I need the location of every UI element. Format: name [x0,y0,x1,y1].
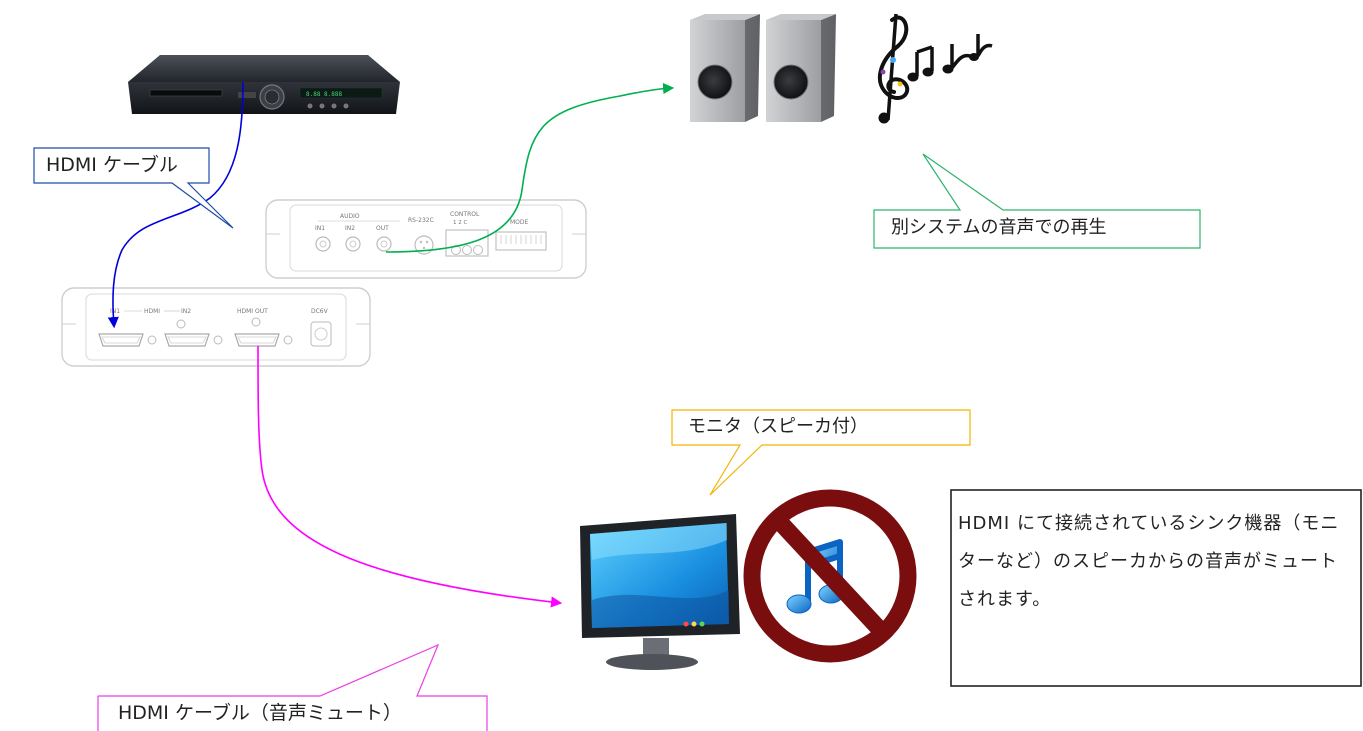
hdmi-in2-label: IN2 [181,308,191,315]
callout-monitor [671,409,971,496]
in1-label: IN1 [315,225,325,232]
callout-other-system-text: 別システムの音声での再生 [891,217,1107,238]
control-pins-label: 1 2 C [453,220,467,226]
callout-hdmi-cable-mute-text: HDMI ケーブル（音声ミュート） [118,702,402,724]
dc6v-label: DC6V [311,308,329,315]
audio-cable-green [385,82,675,253]
rear-panel-device: AUDIO IN1 IN2 OUT RS-232C CONTROL 1 2 C … [265,199,587,279]
hdmi-label: HDMI [144,308,160,315]
speaker-icon [766,14,836,122]
player-display-text: 8.88 8.888 [306,91,343,98]
in2-label: IN2 [345,225,355,232]
speaker-icon [690,14,760,122]
monitor-icon [580,514,740,670]
hdmi-cable-blue [107,81,244,329]
blu-ray-player-icon: 8.88 8.888 [128,55,400,114]
hdmi-out-label: HDMI OUT [237,308,268,315]
music-notes-icon [878,13,993,124]
control-label: CONTROL [450,211,480,218]
rs232c-label: RS-232C [408,217,434,224]
hdmi-panel-device: IN1 HDMI IN2 HDMI OUT DC6V [61,287,371,367]
hdmi-in1-label: IN1 [110,308,120,315]
prohibited-audio-icon [743,489,917,663]
callout-monitor-text: モニタ（スピーカ付） [688,416,868,437]
note-box [950,489,1362,687]
callout-other-system [873,153,1201,249]
out-label: OUT [376,225,389,232]
audio-label: AUDIO [340,213,360,220]
mode-label: MODE [510,219,529,226]
hdmi-cable-magenta [257,345,563,608]
note-text: HDMI にて接続されているシンク機器（モニターなど）のスピーカからの音声がミュ… [958,513,1340,610]
callout-hdmi-cable-text: HDMI ケーブル [46,154,178,176]
callout-hdmi-cable-mute [97,643,488,731]
callout-hdmi-cable [33,147,234,229]
